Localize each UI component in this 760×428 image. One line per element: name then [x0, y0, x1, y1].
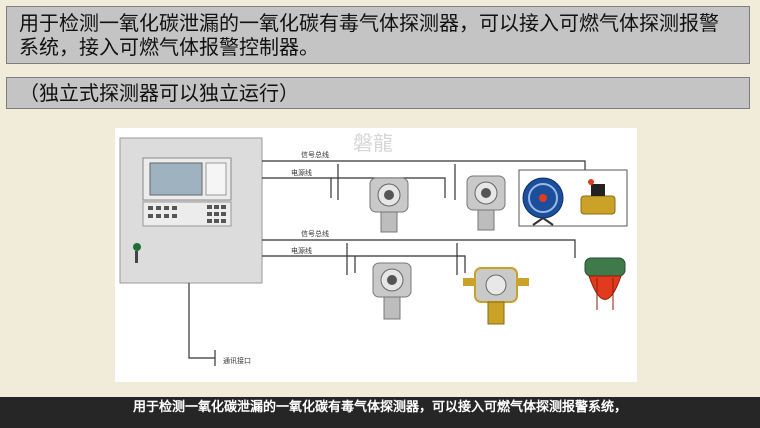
caption-text: 用于检测一氧化碳泄漏的一氧化碳有毒气体探测器，可以接入可燃气体探测报警系统，: [132, 400, 627, 415]
power-line-label-2: 电源线: [291, 246, 312, 255]
fan-and-valve: [518, 169, 628, 227]
comm-port-label: 通讯接口: [223, 356, 251, 365]
controller-key: [133, 243, 141, 251]
page-title: 用于检测一氧化碳泄漏的一氧化碳有毒气体探测器，可以接入可燃气体探测报警系统，接入…: [19, 11, 719, 59]
system-diagram: 磐龍: [115, 128, 637, 382]
diagram-svg: 磐龍: [119, 131, 628, 366]
caption-bar: 用于检测一氧化碳泄漏的一氧化碳有毒气体探测器，可以接入可燃气体探测报警系统，: [0, 397, 760, 428]
signal-bus-label-2: 信号总线: [301, 229, 329, 238]
alarm-light: [584, 257, 626, 310]
gas-detector-2: [466, 175, 506, 231]
signal-bus-label-1: 信号总线: [301, 150, 329, 159]
gas-detector-4: [463, 267, 529, 325]
page-subtitle: （独立式探测器可以独立运行）: [19, 81, 299, 105]
subtitle-box: （独立式探测器可以独立运行）: [6, 77, 750, 109]
gas-detector-3: [372, 262, 412, 320]
controller-screen: [149, 162, 203, 196]
alarm-controller: [119, 137, 263, 284]
power-line-label-1: 电源线: [291, 168, 312, 177]
gas-detector-1: [369, 177, 409, 233]
title-box: 用于检测一氧化碳泄漏的一氧化碳有毒气体探测器，可以接入可燃气体探测报警系统，接入…: [6, 6, 750, 64]
solenoid-valve-icon: [580, 195, 616, 215]
watermark-text: 磐龍: [353, 131, 393, 155]
